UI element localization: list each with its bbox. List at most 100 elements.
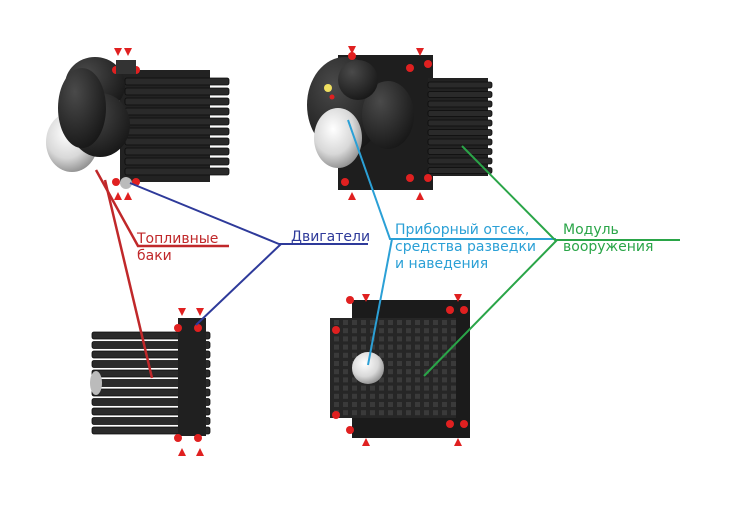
grid-cell — [415, 385, 420, 391]
grid-cell — [415, 402, 420, 407]
grid-cell — [352, 410, 357, 416]
grid-cell — [424, 377, 429, 383]
grid-cell — [343, 336, 348, 342]
grid-cell — [415, 393, 420, 399]
grid-cell — [397, 344, 402, 350]
grid-cell — [424, 328, 429, 334]
grid-cell — [361, 320, 366, 325]
tube — [124, 157, 230, 166]
thruster-markers — [341, 46, 432, 200]
grid-cell — [370, 328, 375, 334]
thruster-marker — [406, 174, 414, 182]
instruments-label-line: средства разведки — [395, 239, 537, 255]
tube — [427, 129, 493, 136]
grid-cell — [406, 369, 411, 375]
grid-cell — [343, 361, 348, 366]
grid-cell — [397, 320, 402, 325]
thruster-marker — [194, 324, 202, 332]
thruster-marker — [446, 306, 454, 314]
tube — [124, 167, 230, 176]
grid-cell — [388, 410, 393, 416]
grid-cell — [379, 402, 384, 407]
grid-cell — [334, 393, 339, 399]
grid-cell — [397, 328, 402, 334]
weapons-module-label: Модуль вооружения — [563, 222, 653, 256]
thruster-marker — [348, 192, 356, 200]
grid-cell — [424, 369, 429, 375]
thruster-marker — [362, 294, 370, 302]
grid-cell — [442, 336, 447, 342]
grid-cell — [415, 361, 420, 366]
grid-cell — [433, 385, 438, 391]
grid-cell — [442, 402, 447, 407]
grid-cell — [424, 320, 429, 325]
grid-cell — [379, 328, 384, 334]
grid-cell — [370, 320, 375, 325]
thruster-markers — [332, 294, 468, 446]
grid-cell — [370, 385, 375, 391]
grid-cell — [433, 328, 438, 334]
grid-cell — [379, 344, 384, 350]
grid-cell — [334, 402, 339, 407]
hull-blob — [338, 60, 378, 100]
grid-cell — [451, 352, 456, 358]
grid-cell — [451, 328, 456, 334]
grid-cell — [424, 361, 429, 366]
thruster-marker — [416, 48, 424, 56]
thruster-marker — [112, 178, 120, 186]
engines-callout-line — [195, 243, 282, 326]
thruster-marker — [196, 308, 204, 316]
grid-cell — [406, 328, 411, 334]
tube — [124, 117, 230, 126]
grid-cell — [352, 402, 357, 407]
thruster-marker — [454, 294, 462, 302]
grid-cell — [388, 369, 393, 375]
grid-cell — [343, 320, 348, 325]
grid-cell — [379, 377, 384, 383]
grid-cell — [406, 377, 411, 383]
grid-cell — [433, 320, 438, 325]
grid-cell — [388, 320, 393, 325]
tube — [427, 100, 493, 108]
grid-cell — [433, 344, 438, 350]
grid-cell — [442, 369, 447, 375]
grid-cell — [370, 393, 375, 399]
grid-cell — [397, 402, 402, 407]
grid-cell — [361, 410, 366, 416]
tube — [427, 110, 493, 117]
instruments-label-line: Приборный отсек, — [395, 222, 530, 238]
grid-cell — [343, 402, 348, 407]
grid-cell — [433, 410, 438, 416]
grid-cell — [397, 369, 402, 375]
grid-cell — [406, 402, 411, 407]
grid-cell — [406, 385, 411, 391]
grid-cell — [343, 393, 348, 399]
grid-cell — [388, 352, 393, 358]
grid-cell — [352, 377, 357, 383]
grid-cell — [451, 377, 456, 383]
grid-cell — [334, 344, 339, 350]
grid-cell — [397, 393, 402, 399]
grid-cell — [352, 393, 357, 399]
grid-cell — [451, 361, 456, 366]
tube — [124, 97, 230, 106]
grid-cell — [424, 352, 429, 358]
tube — [124, 77, 230, 86]
grid-cell — [397, 361, 402, 366]
grid-cell — [379, 336, 384, 342]
grid-cell — [415, 344, 420, 350]
grid-cell — [415, 320, 420, 325]
instruments-label-line: и наведения — [395, 256, 489, 272]
instruments-callout-line — [347, 119, 556, 240]
weapons-module-label-line: вооружения — [563, 239, 654, 255]
grid-cell — [361, 328, 366, 334]
thruster-marker — [194, 434, 202, 442]
grid-cell — [352, 328, 357, 334]
grid-cell — [433, 393, 438, 399]
thruster-marker — [454, 438, 462, 446]
grid-cell — [388, 336, 393, 342]
thruster-marker — [114, 192, 122, 200]
grid-cell — [334, 336, 339, 342]
thruster-markers — [174, 308, 204, 456]
grid-cell — [451, 336, 456, 342]
